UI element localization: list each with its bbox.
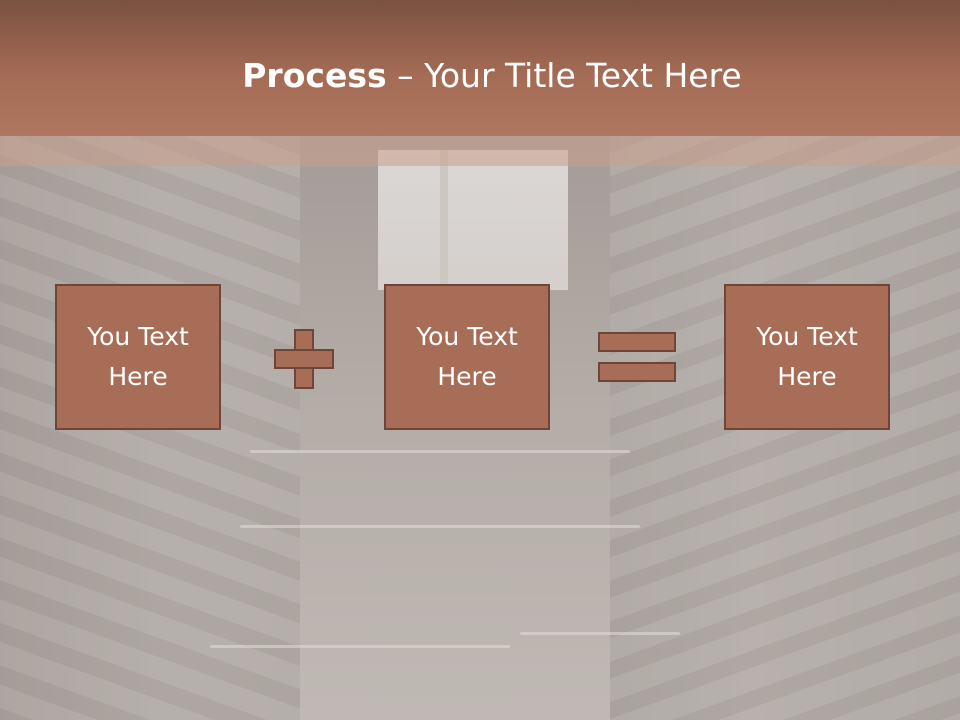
plus-icon bbox=[274, 329, 334, 389]
equals-icon bbox=[598, 332, 676, 384]
slide-title: Process – Your Title Text Here bbox=[0, 54, 960, 98]
process-box-2: You Text Here bbox=[384, 284, 550, 430]
process-box-1: You Text Here bbox=[55, 284, 221, 430]
process-box-2-text: You Text Here bbox=[416, 322, 518, 391]
process-box-3: You Text Here bbox=[724, 284, 890, 430]
title-rest: – Your Title Text Here bbox=[386, 56, 742, 95]
title-strong: Process bbox=[242, 56, 387, 95]
process-box-1-text: You Text Here bbox=[87, 322, 189, 391]
title-bar bbox=[0, 0, 960, 136]
process-box-3-text: You Text Here bbox=[756, 322, 858, 391]
title-bar-band bbox=[0, 136, 960, 166]
